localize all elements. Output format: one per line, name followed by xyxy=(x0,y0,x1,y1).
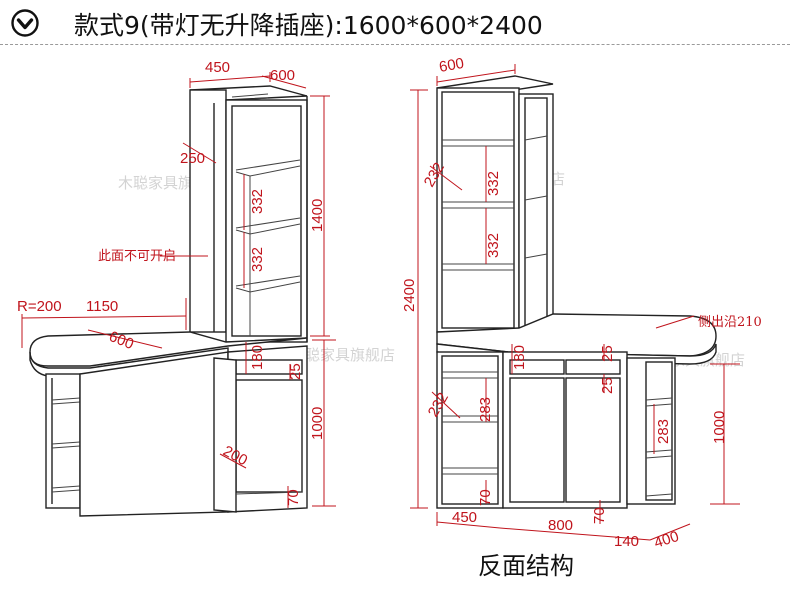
dim-base-height: 1000 xyxy=(309,407,326,440)
dim-right-drawer-height: 180 xyxy=(511,345,528,370)
left-side-shelf xyxy=(45,351,229,517)
note-side-overhang: 侧出沿210 xyxy=(698,315,762,330)
cabinet-diagram: 木聪家具旗舰店 木聪家具旗舰店 木聪家具旗舰店 木聪家具旗舰店 木聪家具旗舰店 … xyxy=(17,55,762,580)
dim-tower-height: 1400 xyxy=(309,199,326,232)
dim-right-plinth-2: 70 xyxy=(591,507,608,524)
dim-radius: R=200 xyxy=(17,298,62,315)
dim-right-plinth: 70 xyxy=(477,489,494,506)
dim-right-gap-top: 25 xyxy=(599,345,616,362)
dim-top-width: 600 xyxy=(270,67,295,84)
page-title: 款式9(带灯无升降插座):1600*600*2400 xyxy=(74,11,543,40)
dim-top-depth: 450 xyxy=(205,59,230,76)
left-base-cabinet xyxy=(213,345,308,513)
dim-right-base-height: 1000 xyxy=(711,411,728,444)
header: 款式9(带灯无升降插座):1600*600*2400 xyxy=(0,0,790,46)
caption: 反面结构 xyxy=(478,552,574,580)
dim-right-shelf-gap-b: 332 xyxy=(485,171,502,196)
dim-shelf-gap-2: 332 xyxy=(249,247,266,272)
header-divider xyxy=(0,44,790,45)
dim-right-gap-mid: 25 xyxy=(599,377,616,394)
dim-total-height: 2400 xyxy=(401,279,418,312)
right-lower-shelves xyxy=(436,351,504,509)
right-doors xyxy=(502,351,628,509)
dim-right-lower-gap-b: 283 xyxy=(477,397,494,422)
note-not-openable: 此面不可开启 xyxy=(98,249,176,264)
dim-right-shelf-gap-c: 332 xyxy=(485,233,502,258)
left-cabinet: 450 600 250 332 332 1400 此面不可开启 R=200 11… xyxy=(17,59,336,517)
dim-width-left: 450 xyxy=(452,509,477,526)
right-tower xyxy=(436,75,554,333)
right-side-shelf xyxy=(626,357,676,505)
dim-drawer-height: 180 xyxy=(249,345,266,370)
right-cabinet: 600 232 332 332 2400 侧出沿210 180 25 25 23… xyxy=(401,55,762,580)
dim-side-shelf-gap: 283 xyxy=(655,419,672,444)
dim-shelf-gap-1: 332 xyxy=(249,189,266,214)
dim-width-400: 400 xyxy=(652,528,681,552)
chevron-down-circle-icon xyxy=(11,9,39,37)
dim-width-mid: 800 xyxy=(548,517,573,534)
left-tower xyxy=(189,85,308,343)
dim-desk-length: 1150 xyxy=(86,298,118,315)
dim-right-top-width: 600 xyxy=(438,55,466,76)
dim-width-140: 140 xyxy=(614,533,639,550)
dim-shelf-depth: 250 xyxy=(180,150,205,167)
dim-plinth: 70 xyxy=(285,489,302,506)
dim-gap: 25 xyxy=(287,363,304,380)
watermark: 木聪家具旗舰店 xyxy=(290,346,395,364)
